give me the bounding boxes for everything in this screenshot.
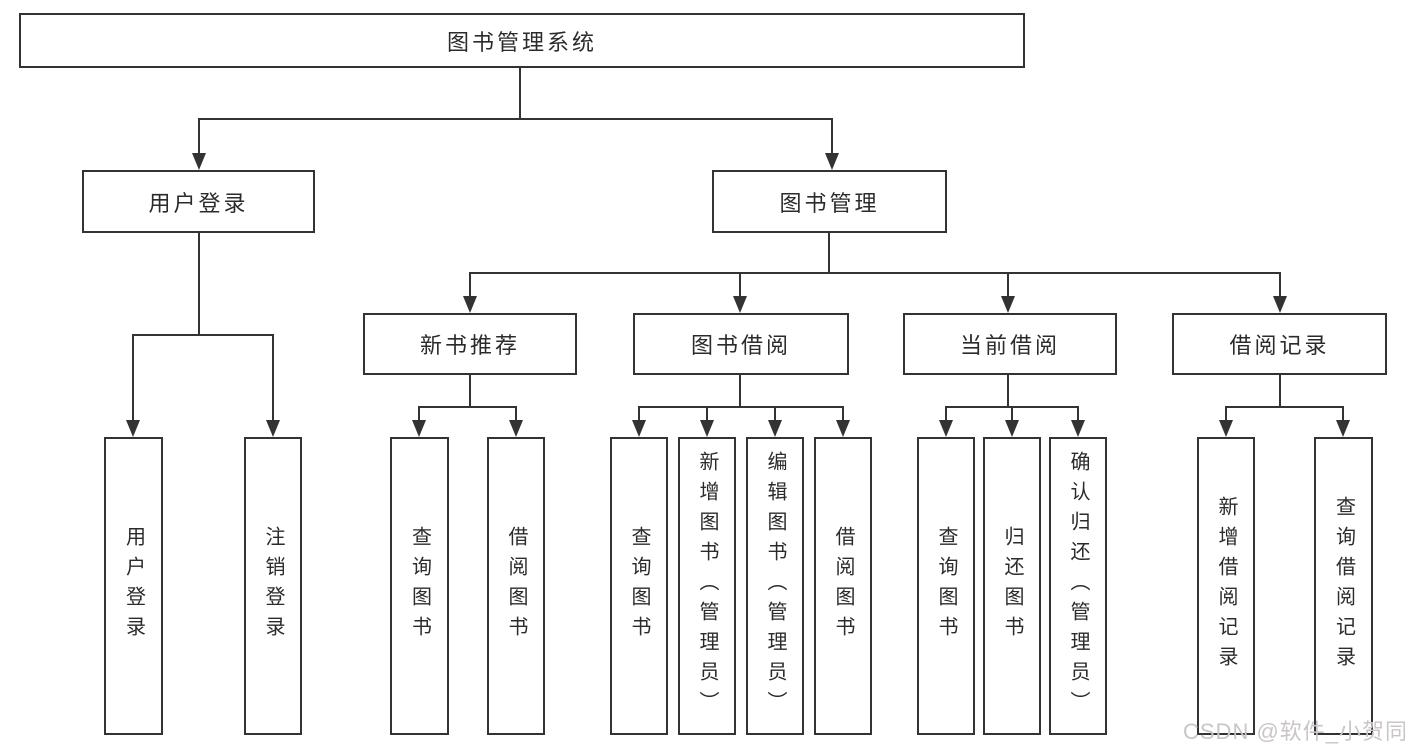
connector-recommendation-stub: [469, 272, 471, 298]
leaf-current-query-books: 查询图书: [917, 437, 975, 735]
arrowhead-rec-borrow: [509, 420, 523, 437]
connector-borrowing-records-vertical: [1279, 375, 1281, 408]
connector-bb-edit-stub: [774, 406, 776, 422]
leaf-query-borrow-record-label: 查询借阅记录: [1332, 496, 1355, 676]
arrowhead-bb-add: [700, 420, 714, 437]
node-current-borrowing-label: 当前借阅: [959, 333, 1060, 358]
leaf-logout-label: 注销登录: [262, 526, 284, 646]
connector-recommendation-horizontal: [418, 406, 517, 408]
connector-book-borrowing-stub: [739, 272, 741, 298]
node-book-management-label: 图书管理: [779, 190, 880, 216]
arrowhead-borrowing-records: [1273, 296, 1287, 313]
arrowhead-user-login: [192, 153, 206, 170]
leaf-borrowing-borrow-books-label: 借阅图书: [832, 526, 854, 646]
node-book-borrowing-label: 图书借阅: [690, 333, 791, 358]
node-new-book-recommendation: 新书推荐: [363, 313, 577, 375]
leaf-add-books-admin: 新增图书（管理员）: [678, 437, 736, 735]
arrowhead-leaf-logout: [266, 420, 280, 437]
node-library-system-label: 图书管理系统: [446, 29, 597, 55]
leaf-add-books-admin-label: 新增图书（管理员）: [696, 451, 718, 721]
node-user-login-group: 用户登录: [82, 170, 315, 233]
node-new-book-recommendation-label: 新书推荐: [419, 333, 520, 358]
connector-user-login-stub: [198, 118, 200, 155]
connector-bb-borrow-stub: [842, 406, 844, 422]
arrowhead-cur-query: [939, 420, 953, 437]
node-user-login-group-label: 用户登录: [148, 190, 249, 216]
leaf-user-login-label: 用户登录: [122, 526, 145, 646]
connector-cur-query-stub: [945, 406, 947, 422]
leaf-return-books-label: 归还图书: [1001, 526, 1023, 646]
connector-cur-return-stub: [1011, 406, 1013, 422]
connector-bb-query-stub: [638, 406, 640, 422]
leaf-recommend-query-books: 查询图书: [390, 437, 449, 735]
arrowhead-rec-add: [1219, 420, 1233, 437]
node-borrowing-records-label: 借阅记录: [1229, 333, 1330, 358]
arrowhead-recommendation: [463, 296, 477, 313]
connector-bb-add-stub: [706, 406, 708, 422]
connector-user-group-vertical: [198, 233, 200, 336]
leaf-recommend-borrow-books: 借阅图书: [487, 437, 545, 735]
leaf-add-borrow-record: 新增借阅记录: [1197, 437, 1255, 735]
connector-book-borrowing-horizontal: [638, 406, 844, 408]
leaf-borrowing-query-books: 查询图书: [610, 437, 668, 735]
leaf-return-books: 归还图书: [983, 437, 1041, 735]
connector-rec-borrow-stub: [515, 406, 517, 422]
node-borrowing-records: 借阅记录: [1172, 313, 1387, 375]
connector-cur-confirm-stub: [1077, 406, 1079, 422]
connector-rec-add-stub: [1225, 406, 1227, 422]
connector-leaf-logout-stub: [272, 334, 274, 422]
connector-rec-query-record-stub: [1342, 406, 1344, 422]
connector-recommendation-vertical: [469, 375, 471, 408]
arrowhead-book-management: [825, 153, 839, 170]
leaf-add-borrow-record-label: 新增借阅记录: [1215, 496, 1237, 676]
connector-borrowing-records-stub: [1279, 272, 1281, 298]
arrowhead-cur-return: [1005, 420, 1019, 437]
leaf-recommend-borrow-books-label: 借阅图书: [505, 526, 527, 646]
arrowhead-current-borrowing: [1001, 296, 1015, 313]
node-library-system: 图书管理系统: [19, 13, 1025, 68]
leaf-edit-books-admin: 编辑图书（管理员）: [746, 437, 804, 735]
leaf-query-borrow-record: 查询借阅记录: [1314, 437, 1373, 735]
leaf-confirm-return-admin-label: 确认归还（管理员）: [1067, 451, 1089, 721]
node-book-management: 图书管理: [712, 170, 947, 233]
leaf-user-login: 用户登录: [104, 437, 163, 735]
arrowhead-bb-borrow: [836, 420, 850, 437]
connector-current-borrowing-vertical: [1007, 375, 1009, 408]
connector-book-borrowing-vertical: [739, 375, 741, 408]
connector-rec-query-stub: [418, 406, 420, 422]
connector-user-group-horizontal: [132, 334, 274, 336]
connector-book-management-vertical: [828, 233, 830, 274]
connector-book-management-stub: [831, 118, 833, 155]
connector-current-borrowing-stub: [1007, 272, 1009, 298]
arrowhead-bb-edit: [768, 420, 782, 437]
node-current-borrowing: 当前借阅: [903, 313, 1117, 375]
arrowhead-cur-confirm: [1071, 420, 1085, 437]
connector-borrowing-records-horizontal: [1225, 406, 1344, 408]
leaf-borrowing-borrow-books: 借阅图书: [814, 437, 872, 735]
arrowhead-bb-query: [632, 420, 646, 437]
csdn-watermark: CSDN @软件_小贺同学: [1183, 719, 1405, 744]
leaf-current-query-books-label: 查询图书: [935, 526, 957, 646]
connector-root-vertical: [519, 68, 521, 120]
arrowhead-leaf-user-login: [126, 420, 140, 437]
arrowhead-book-borrowing: [733, 296, 747, 313]
arrowhead-rec-query: [412, 420, 426, 437]
leaf-borrowing-query-books-label: 查询图书: [628, 526, 650, 646]
connector-leaf-user-login-stub: [132, 334, 134, 422]
leaf-confirm-return-admin: 确认归还（管理员）: [1049, 437, 1107, 735]
node-book-borrowing: 图书借阅: [633, 313, 849, 375]
leaf-recommend-query-books-label: 查询图书: [408, 526, 431, 646]
leaf-logout: 注销登录: [244, 437, 302, 735]
arrowhead-rec-query-record: [1336, 420, 1350, 437]
leaf-edit-books-admin-label: 编辑图书（管理员）: [764, 451, 786, 721]
connector-level1-horizontal: [198, 118, 833, 120]
connector-level3-horizontal: [469, 272, 1281, 274]
